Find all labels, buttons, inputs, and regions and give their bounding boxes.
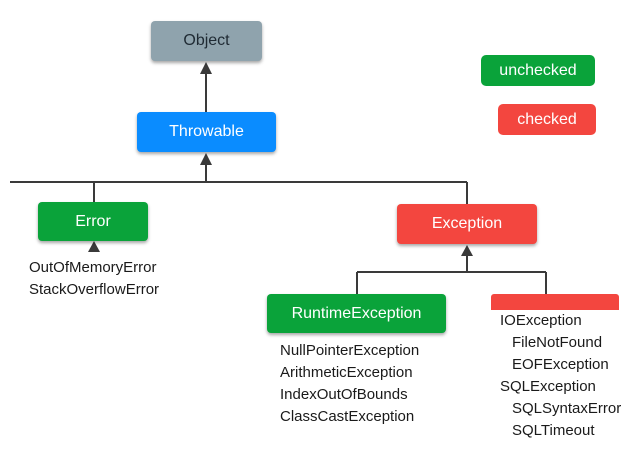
list-item: SQLTimeout — [512, 422, 595, 439]
list-item: IOException — [500, 312, 582, 329]
error-node: Error — [38, 202, 148, 241]
list-item: SQLSyntaxError — [512, 400, 622, 417]
list-item: EOFException — [512, 356, 609, 373]
runtime-subclass-list: NullPointerException ArithmeticException… — [280, 340, 419, 428]
list-item: ClassCastException — [280, 408, 415, 425]
error-label: Error — [75, 212, 111, 230]
list-item: IndexOutOfBounds — [280, 386, 408, 403]
checked-exceptions-node — [491, 294, 619, 310]
list-item: StackOverflowError — [29, 281, 160, 298]
object-label: Object — [183, 32, 230, 49]
throwable-node: Throwable — [137, 112, 276, 152]
list-item: FileNotFound — [512, 334, 603, 351]
legend-unchecked-label: unchecked — [499, 61, 577, 79]
exception-label: Exception — [431, 215, 503, 232]
list-item: ArithmeticException — [280, 364, 413, 381]
list-item: NullPointerException — [280, 342, 420, 359]
runtime-exception-node: RuntimeException — [267, 294, 446, 333]
checked-subclass-list: IOException FileNotFound EOFException SQ… — [500, 310, 621, 442]
error-subclass-list: OutOfMemoryError StackOverflowError — [29, 257, 159, 301]
runtime-exception-label: RuntimeException — [291, 304, 422, 322]
arrowhead-throwable — [200, 153, 212, 165]
arrowhead-error — [88, 241, 100, 252]
legend-unchecked: unchecked — [481, 55, 595, 86]
list-item: SQLException — [500, 378, 596, 395]
list-item: OutOfMemoryError — [29, 259, 157, 276]
object-node: Object — [151, 21, 262, 61]
legend-checked: checked — [498, 104, 596, 135]
throwable-label: Throwable — [169, 123, 244, 140]
arrowhead-object — [200, 62, 212, 74]
exception-node: Exception — [397, 204, 537, 244]
arrowhead-exception — [461, 245, 473, 256]
legend-checked-label: checked — [517, 110, 577, 128]
